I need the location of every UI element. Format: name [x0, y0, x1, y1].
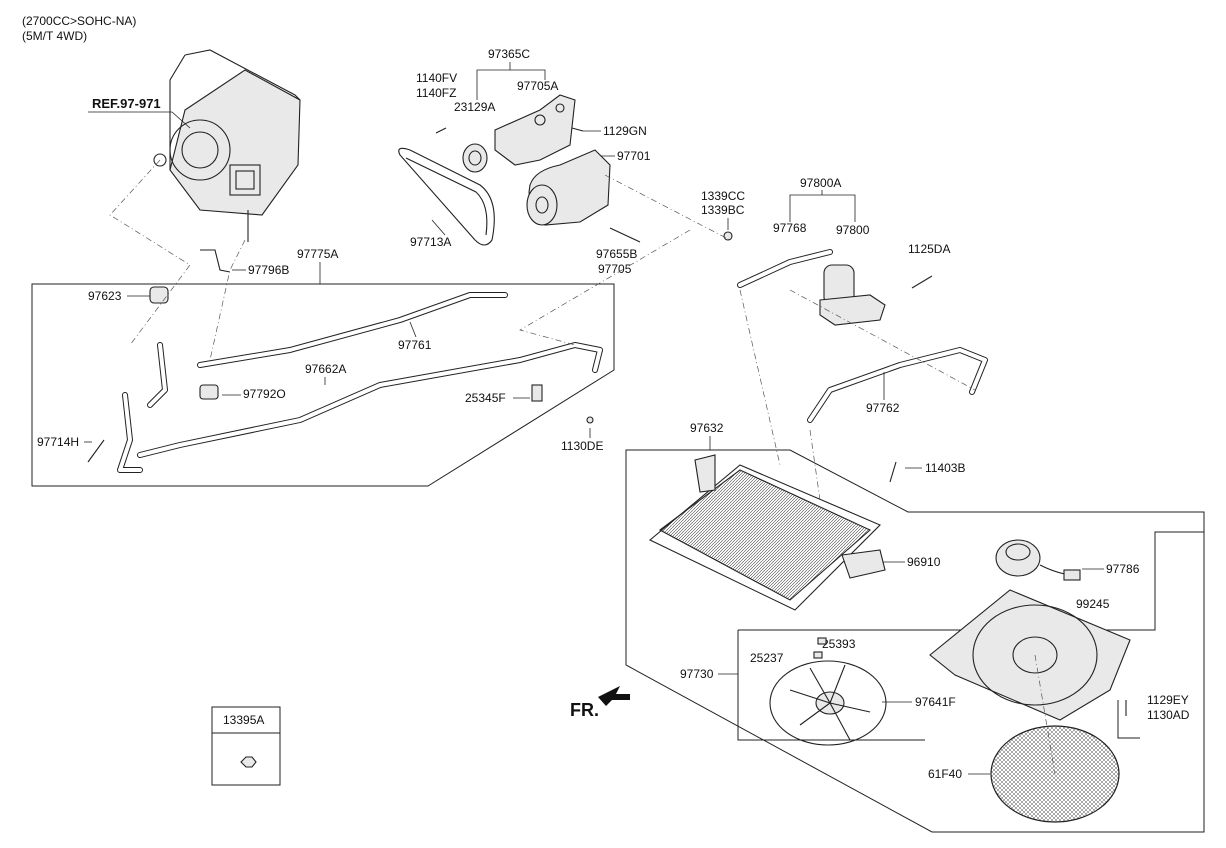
- discharge-hose-illustration: [807, 347, 988, 423]
- part-97775A: 97775A: [297, 247, 338, 261]
- front-arrow-icon: [598, 686, 630, 706]
- fan-sub-box-left: [737, 630, 925, 741]
- fan-sub-box-right: [1117, 700, 1140, 739]
- part-97800A: 97800A: [800, 176, 841, 190]
- part-61F40: 61F40: [928, 767, 962, 781]
- part-25237: 25237: [750, 651, 784, 665]
- part-25393: 25393: [822, 637, 856, 651]
- connection-leaders: [109, 159, 1056, 775]
- part-99245: 99245: [1076, 597, 1110, 611]
- part-97641F: 97641F: [915, 695, 956, 709]
- receiver-drier-illustration: [723, 231, 933, 326]
- part-97662A: 97662A: [305, 362, 346, 376]
- part-97655B: 97655B: [596, 247, 637, 261]
- part-97796B: 97796B: [248, 263, 289, 277]
- part-1130AD: 1130AD: [1147, 708, 1190, 722]
- pipe-assembly-box: [31, 283, 615, 487]
- part-97730: 97730: [680, 667, 714, 681]
- part-97713A: 97713A: [410, 235, 451, 249]
- part-97761: 97761: [398, 338, 432, 352]
- part-96910: 96910: [907, 555, 941, 569]
- part-97786: 97786: [1106, 562, 1140, 576]
- part-97705A: 97705A: [517, 79, 558, 93]
- part-23129A: 23129A: [454, 100, 495, 114]
- hvac-unit-illustration: [153, 49, 301, 242]
- part-1129GN: 1129GN: [603, 124, 647, 138]
- engine-spec-label: (2700CC>SOHC-NA): [22, 14, 136, 28]
- part-97792O: 97792O: [243, 387, 286, 401]
- fan-assembly-illustration: [769, 539, 1131, 823]
- front-direction-label: FR.: [570, 700, 599, 720]
- part-97632: 97632: [690, 421, 724, 435]
- part-97768: 97768: [773, 221, 807, 235]
- part-11403B: 11403B: [925, 461, 965, 475]
- condenser-fan-box: [625, 449, 1205, 833]
- part-97705: 97705: [598, 262, 632, 276]
- refrigerant-lines-illustration: [87, 249, 603, 473]
- part-1125DA: 1125DA: [908, 242, 950, 256]
- condenser-illustration: [648, 454, 897, 611]
- part-1339BC: 1339BC: [701, 203, 745, 217]
- part-97714H: 97714H: [37, 435, 79, 449]
- part-97800: 97800: [836, 223, 870, 237]
- part-13395A: 13395A: [223, 713, 264, 727]
- nut-icon: [240, 756, 257, 768]
- part-97623: 97623: [88, 289, 122, 303]
- part-97762: 97762: [866, 401, 900, 415]
- reference-label: REF.97-971: [92, 96, 161, 111]
- part-1140FV: 1140FV: [416, 71, 457, 85]
- part-97365C: 97365C: [488, 47, 530, 61]
- part-25345F: 25345F: [465, 391, 506, 405]
- part-1129EY: 1129EY: [1147, 693, 1189, 707]
- part-97701: 97701: [617, 149, 651, 163]
- part-1140FZ: 1140FZ: [416, 86, 456, 100]
- transmission-spec-label: (5M/T 4WD): [22, 29, 87, 43]
- part-1130DE: 1130DE: [561, 439, 603, 453]
- compressor-illustration: [398, 94, 641, 246]
- nut-part-box: [211, 706, 281, 786]
- fan-sub-box-top: [738, 531, 1204, 631]
- part-1339CC: 1339CC: [701, 189, 745, 203]
